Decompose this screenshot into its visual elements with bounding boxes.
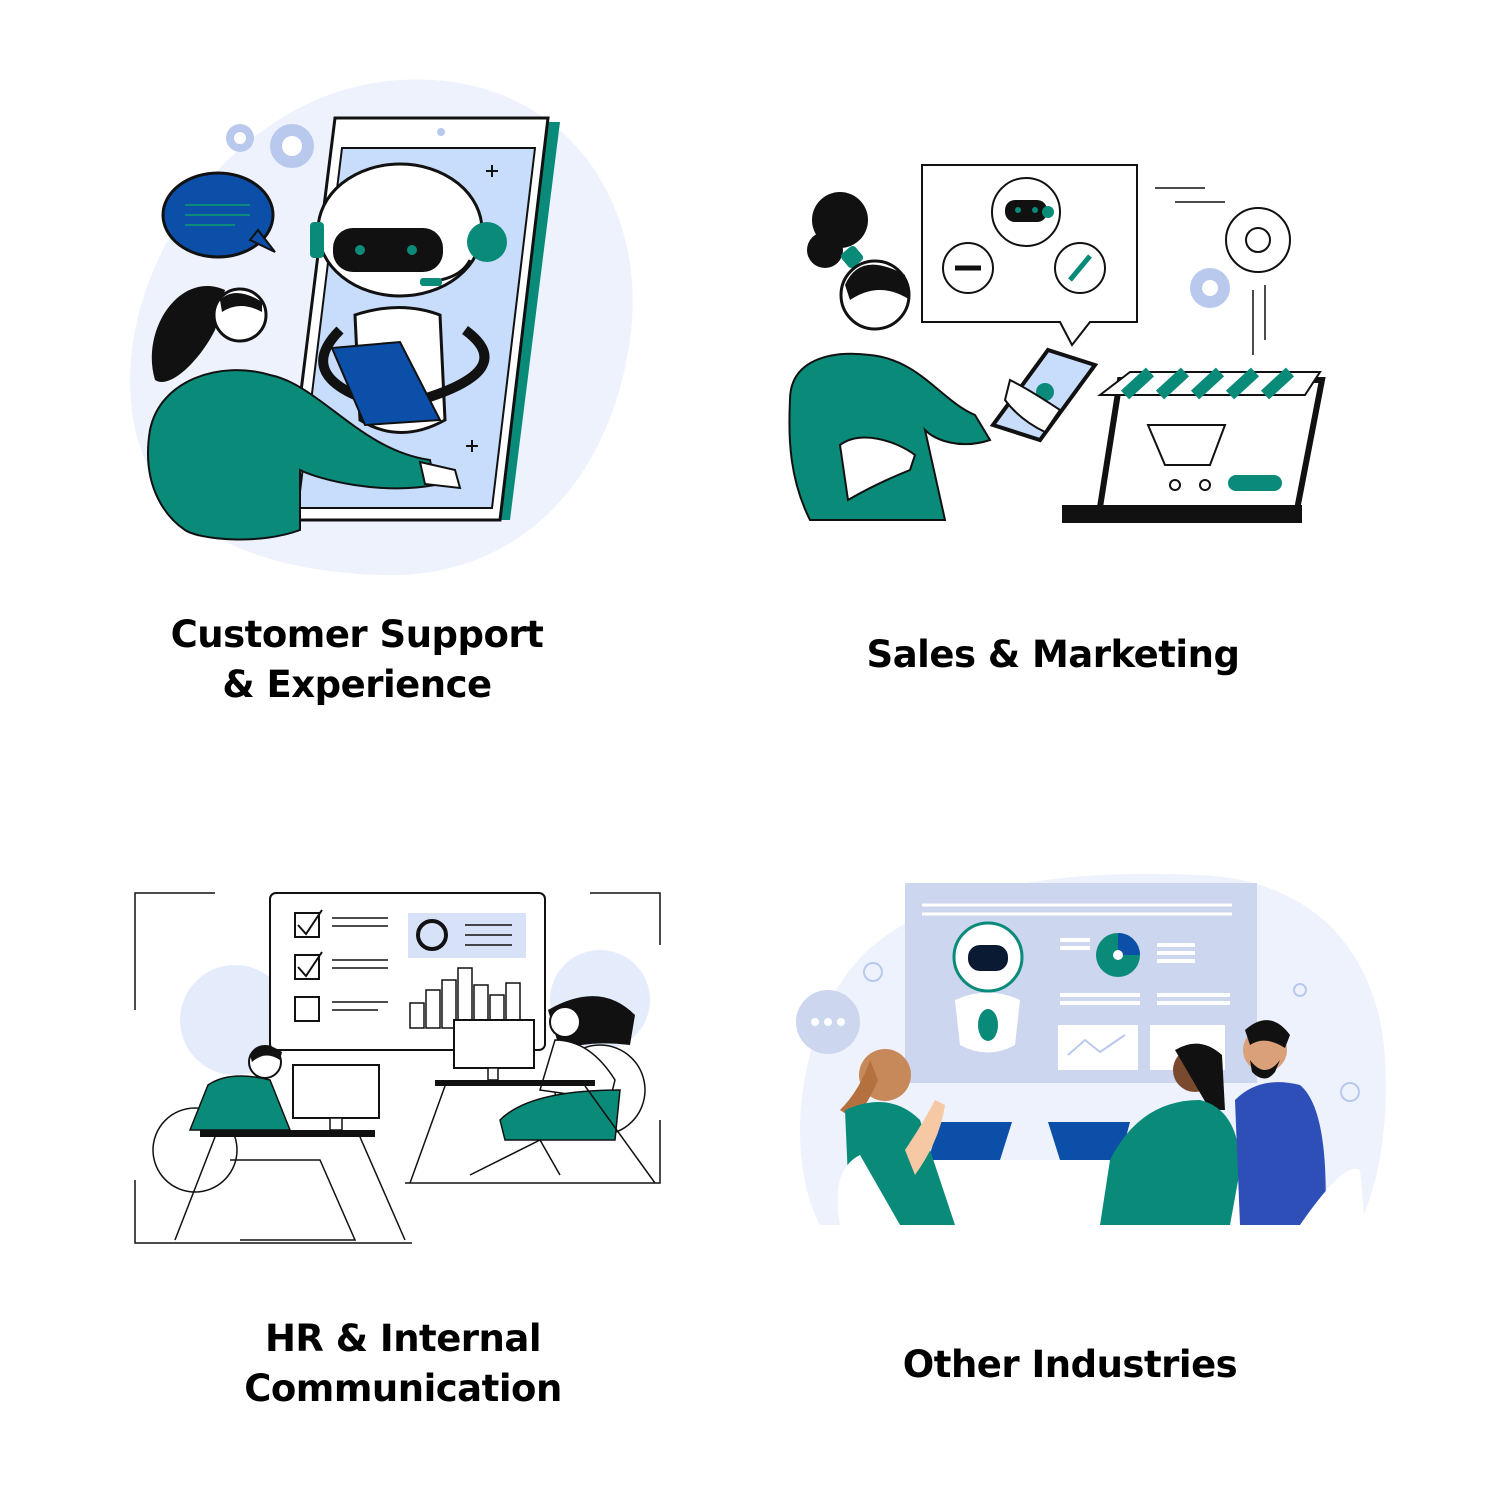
tablet	[330, 340, 442, 427]
desk	[200, 1130, 375, 1137]
woman-body	[788, 352, 992, 521]
call-bubble	[921, 164, 1138, 347]
sales-marketing-illustration	[788, 164, 1326, 523]
woman-body	[147, 369, 437, 541]
hr-internal-illustration	[134, 892, 661, 1244]
title-line: Customer Support	[170, 613, 544, 656]
tile-title: Sales & Marketing	[800, 630, 1306, 680]
customer-support-illustration	[130, 79, 633, 576]
gear-icon	[1190, 207, 1291, 308]
person-body	[1100, 1100, 1240, 1225]
title-line: & Experience	[222, 663, 492, 706]
tile-title: Other Industries	[820, 1340, 1320, 1390]
cart-icon	[1146, 424, 1227, 466]
title-line: Other Industries	[902, 1343, 1238, 1386]
other-industries-illustration	[796, 873, 1386, 1226]
tile-title: HR & Internal Communication	[145, 1314, 661, 1414]
person-body	[1235, 1082, 1326, 1225]
title-line: Communication	[244, 1367, 562, 1410]
title-line: HR & Internal	[264, 1317, 542, 1360]
tile-title: Customer Support & Experience	[100, 610, 614, 710]
title-line: Sales & Marketing	[866, 633, 1240, 676]
gear-icon	[226, 124, 314, 168]
desk	[435, 1080, 595, 1086]
checkbox-icon	[294, 909, 323, 1022]
woman-hair	[151, 286, 225, 382]
laptop	[1094, 377, 1326, 523]
